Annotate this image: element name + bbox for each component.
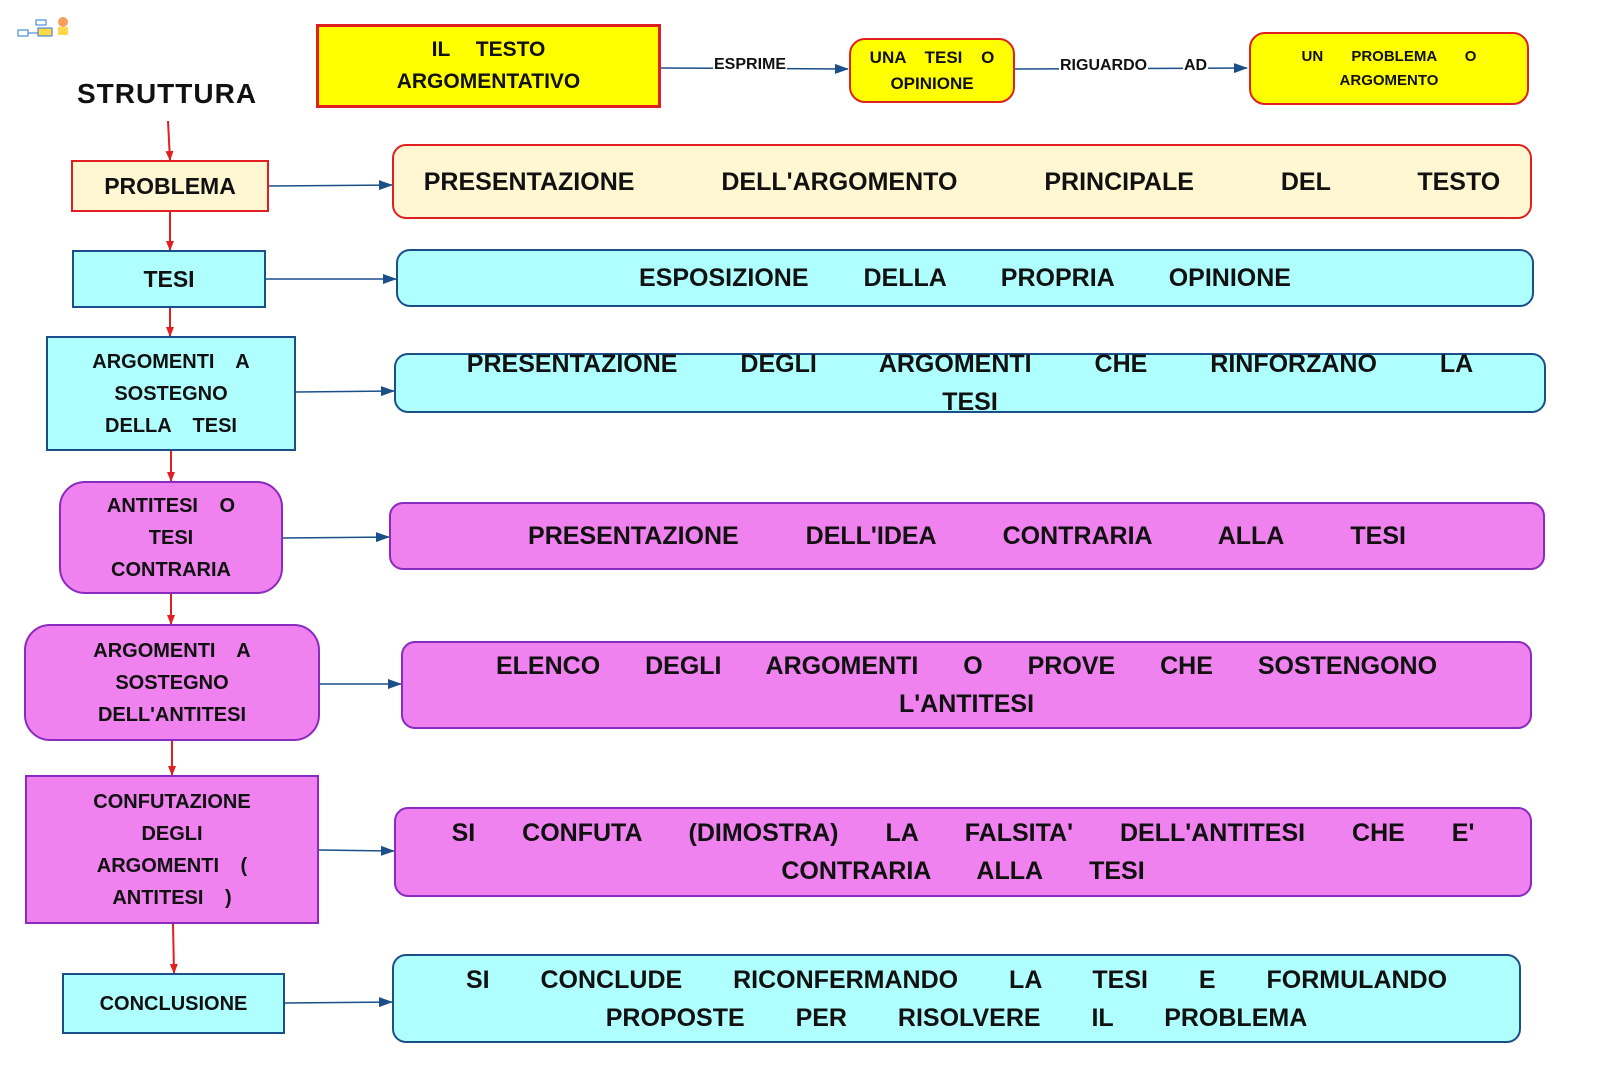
title-box: IL TESTO ARGOMENTATIVO bbox=[316, 24, 661, 108]
red-arrow-7 bbox=[169, 923, 178, 974]
tesi-opinione-text: UNA TESI O OPINIONE bbox=[869, 47, 995, 93]
blue-arrow-problema bbox=[268, 180, 393, 191]
step-antitesi: ANTITESI O TESI CONTRARIA bbox=[59, 481, 283, 594]
problema-argomento-box: UN PROBLEMA O ARGOMENTO bbox=[1249, 32, 1529, 105]
desc-argomenti-tesi: PRESENTAZIONE DEGLI ARGOMENTI CHE RINFOR… bbox=[394, 350, 1546, 416]
step-problema-label: PROBLEMA bbox=[104, 173, 236, 199]
step-confutazione-label: CONFUTAZIONE DEGLI ARGOMENTI ( ANTITESI … bbox=[93, 790, 251, 909]
desc-argomenti-antitesi-text: ELENCO DEGLI ARGOMENTI O PROVE CHE SOSTE… bbox=[495, 652, 1438, 718]
blue-arrow-conclusione bbox=[284, 997, 393, 1008]
step-tesi: TESI bbox=[72, 250, 266, 308]
desc-antitesi: PRESENTAZIONE DELL'IDEA CONTRARIA ALLA T… bbox=[389, 502, 1545, 570]
step-problema: PROBLEMA bbox=[71, 160, 269, 212]
step-tesi-label: TESI bbox=[143, 266, 195, 292]
desc-conclusione-text: SI CONCLUDE RICONFERMANDO LA TESI E FORM… bbox=[465, 965, 1448, 1032]
step-conclusione: CONCLUSIONE bbox=[62, 973, 285, 1034]
problema-argomento-text: UN PROBLEMA O ARGOMENTO bbox=[1301, 47, 1477, 89]
desc-antitesi-text: PRESENTAZIONE DELL'IDEA CONTRARIA ALLA T… bbox=[528, 522, 1406, 550]
step-argomenti-antitesi: ARGOMENTI A SOSTEGNO DELL'ANTITESI bbox=[24, 624, 320, 741]
esprime-label: ESPRIME bbox=[713, 56, 788, 74]
desc-argomenti-tesi-text: PRESENTAZIONE DEGLI ARGOMENTI CHE RINFOR… bbox=[466, 350, 1474, 416]
blue-arrow-antitesi bbox=[282, 532, 390, 543]
structure-label: STRUTTURA bbox=[76, 78, 258, 109]
desc-confutazione-text: SI CONFUTA (DIMOSTRA) LA FALSITA' DELL'A… bbox=[451, 819, 1475, 885]
blue-arrow-argomenti bbox=[295, 386, 395, 397]
step-argomenti-antitesi-label: ARGOMENTI A SOSTEGNO DELL'ANTITESI bbox=[93, 639, 251, 726]
step-confutazione: CONFUTAZIONE DEGLI ARGOMENTI ( ANTITESI … bbox=[25, 775, 319, 924]
step-antitesi-label: ANTITESI O TESI CONTRARIA bbox=[106, 494, 236, 581]
step-argomenti-tesi: ARGOMENTI A SOSTEGNO DELLA TESI bbox=[46, 336, 296, 451]
riguardo-label: RIGUARDO bbox=[1059, 57, 1149, 75]
tesi-opinione-box: UNA TESI O OPINIONE bbox=[849, 38, 1015, 103]
desc-conclusione: SI CONCLUDE RICONFERMANDO LA TESI E FORM… bbox=[392, 954, 1521, 1043]
blue-arrow-confutazione bbox=[318, 845, 395, 856]
ad-label: AD bbox=[1183, 57, 1209, 75]
title-text: IL TESTO ARGOMENTATIVO bbox=[396, 38, 581, 93]
desc-problema: PRESENTAZIONE DELL'ARGOMENTO PRINCIPALE … bbox=[392, 144, 1532, 219]
desc-confutazione: SI CONFUTA (DIMOSTRA) LA FALSITA' DELL'A… bbox=[394, 807, 1532, 897]
step-argomenti-tesi-label: ARGOMENTI A SOSTEGNO DELLA TESI bbox=[92, 350, 250, 437]
logo-icon bbox=[17, 17, 68, 37]
desc-problema-text: PRESENTAZIONE DELL'ARGOMENTO PRINCIPALE … bbox=[423, 167, 1501, 196]
desc-argomenti-antitesi: ELENCO DEGLI ARGOMENTI O PROVE CHE SOSTE… bbox=[401, 641, 1532, 729]
desc-tesi-text: ESPOSIZIONE DELLA PROPRIA OPINIONE bbox=[639, 264, 1291, 292]
desc-tesi: ESPOSIZIONE DELLA PROPRIA OPINIONE bbox=[396, 249, 1534, 307]
red-arrow-1 bbox=[165, 120, 174, 161]
step-conclusione-label: CONCLUSIONE bbox=[99, 992, 248, 1015]
